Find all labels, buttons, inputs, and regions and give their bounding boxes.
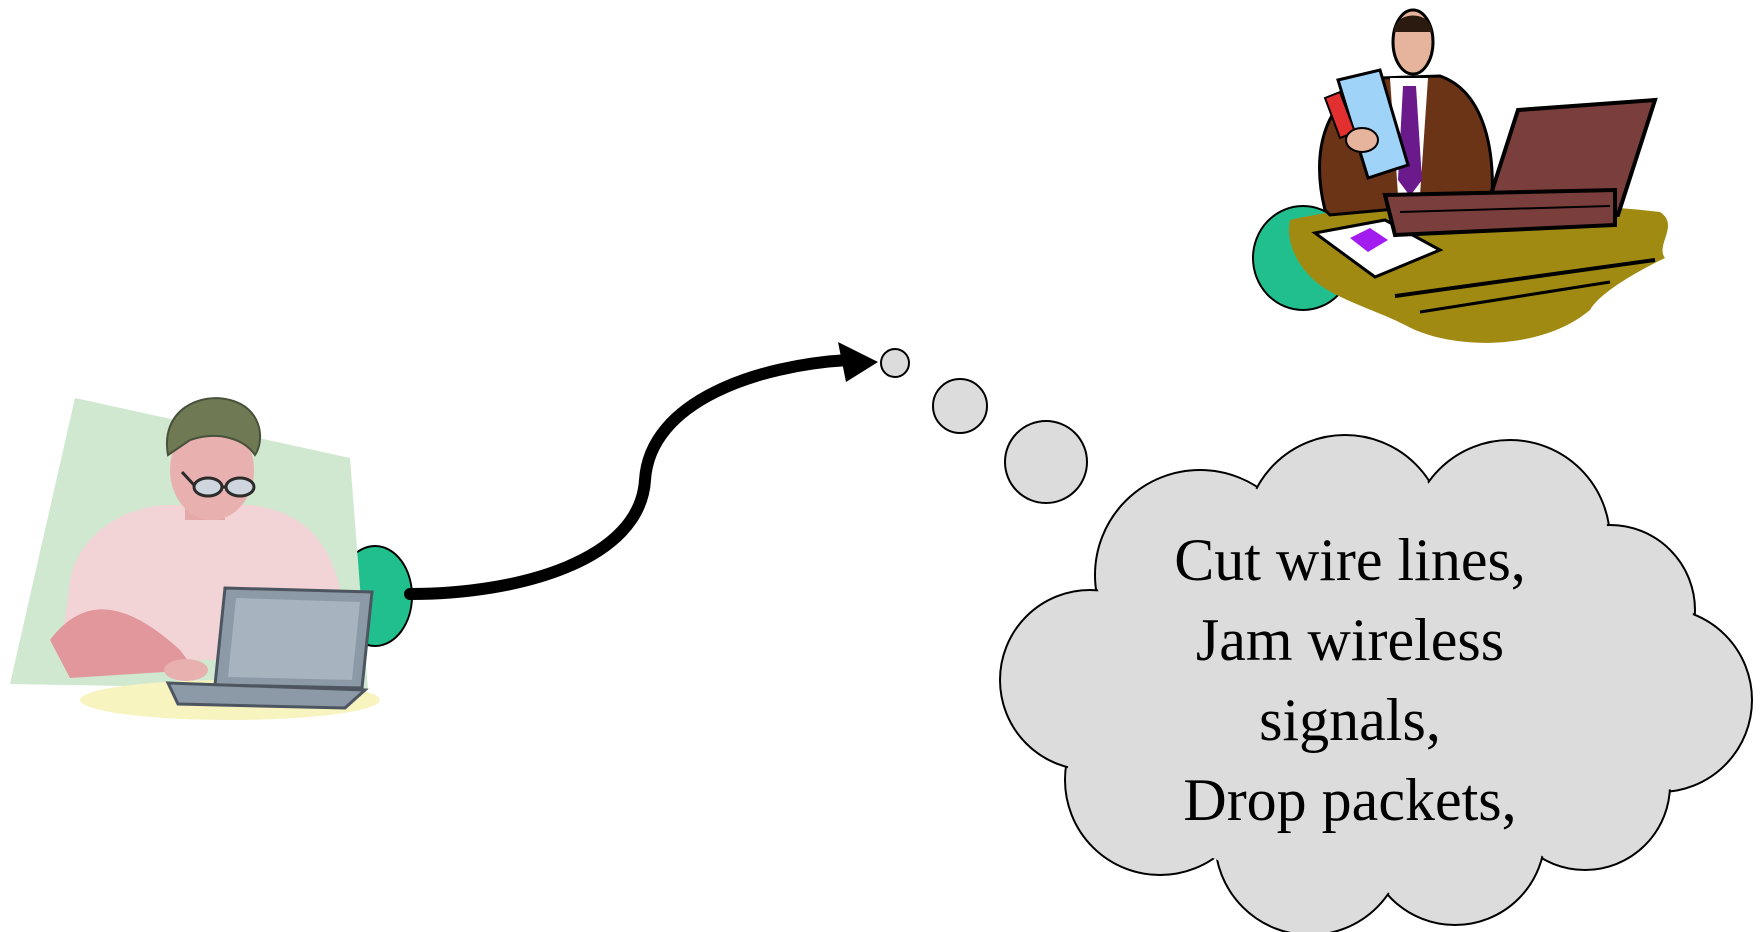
thought-line-4: Drop packets, bbox=[1183, 767, 1517, 833]
thought-line-2: Jam wireless bbox=[1195, 607, 1505, 673]
user-arm bbox=[50, 609, 195, 678]
admin-tie bbox=[1398, 86, 1422, 196]
thought-dot-medium bbox=[932, 378, 988, 434]
businessman-at-desk-icon bbox=[1252, 8, 1669, 343]
user-laptop-base bbox=[165, 681, 369, 710]
arrow-head-icon bbox=[838, 342, 878, 382]
thought-dot-small bbox=[880, 348, 910, 378]
admin-hand bbox=[1345, 127, 1379, 153]
message-arrow bbox=[404, 342, 878, 600]
thought-bubble-text: Cut wire lines, Jam wireless signals, Dr… bbox=[1080, 520, 1620, 840]
briefcase-base bbox=[1382, 187, 1617, 238]
thought-cloud bbox=[999, 434, 1753, 932]
thought-dot-large bbox=[1004, 420, 1088, 504]
person-at-laptop-icon bbox=[10, 397, 413, 720]
thought-line-3: signals, bbox=[1259, 687, 1441, 753]
user-laptop-screen-inner bbox=[228, 598, 360, 680]
paper-marker-icon bbox=[1350, 228, 1388, 252]
user-hair bbox=[165, 397, 262, 457]
glasses-icon bbox=[180, 470, 256, 498]
thought-line-1: Cut wire lines, bbox=[1174, 527, 1526, 593]
user-hand bbox=[164, 659, 208, 681]
